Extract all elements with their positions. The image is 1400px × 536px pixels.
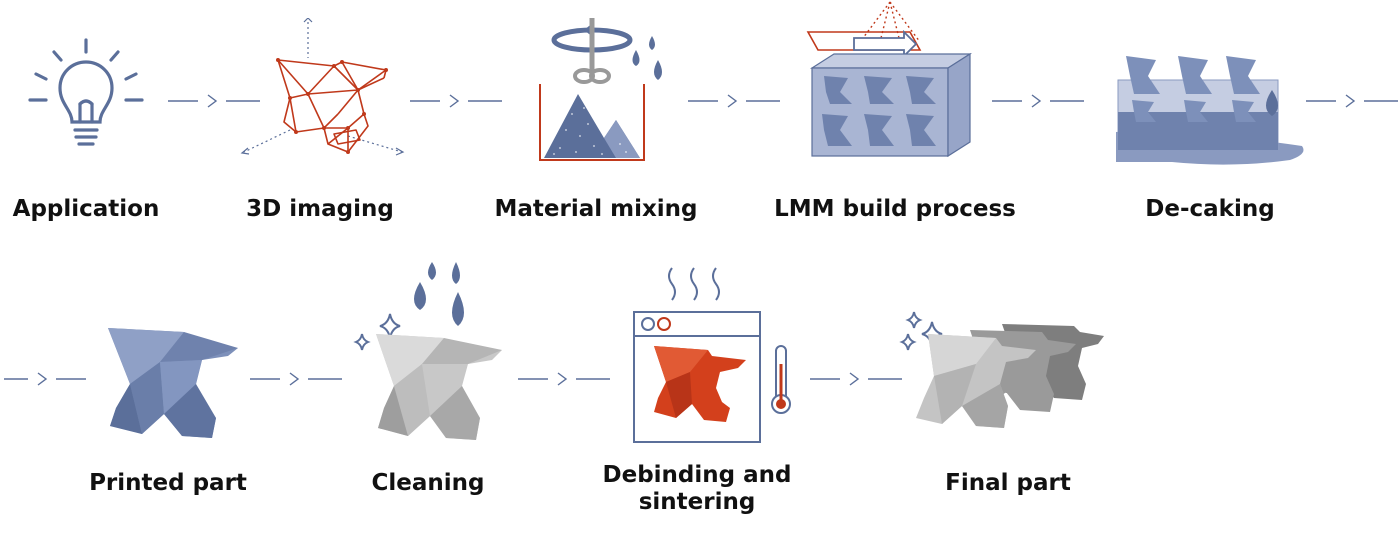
arrow-icon <box>4 372 86 386</box>
arrow-icon <box>688 94 780 108</box>
lightbulb-icon <box>26 34 146 154</box>
step-label-material-mixing: Material mixing <box>494 196 698 222</box>
arrow-icon <box>1306 94 1398 108</box>
step-label-cleaning: Cleaning <box>371 470 485 496</box>
printed-part-icon <box>100 322 240 442</box>
arrow-icon <box>518 372 610 386</box>
step-label-de-caking: De-caking <box>1145 196 1275 222</box>
arrow-icon <box>992 94 1084 108</box>
build-box-icon <box>800 0 980 162</box>
step-label-3d-imaging: 3D imaging <box>246 196 394 222</box>
arrow-icon <box>250 372 342 386</box>
step-label-debinding-and-sintering: Debinding and sintering <box>602 462 792 515</box>
arrow-icon <box>810 372 902 386</box>
step-label-lmm-build-process: LMM build process <box>774 196 1016 222</box>
wireframe-model-icon <box>238 18 408 158</box>
mixing-tank-icon <box>532 14 682 164</box>
furnace-icon <box>628 264 804 446</box>
step-label-application: Application <box>12 196 160 222</box>
step-label-final-part: Final part <box>945 470 1071 496</box>
arrow-icon <box>410 94 502 108</box>
step-label-printed-part: Printed part <box>89 470 247 496</box>
decaking-icon <box>1112 50 1314 172</box>
final-parts-icon <box>898 306 1108 436</box>
cleaning-icon <box>350 258 510 444</box>
arrow-icon <box>168 94 260 108</box>
